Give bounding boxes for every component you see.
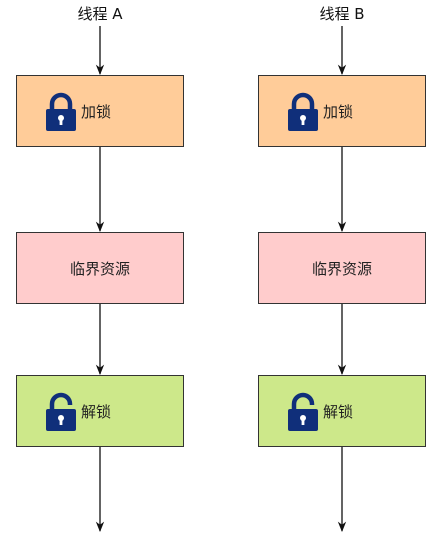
lock-label: 加锁 [323, 102, 354, 121]
thread-a-title: 线程 A [77, 5, 123, 23]
lock-open-icon [288, 392, 318, 431]
thread-a-lock-box: 加锁 [16, 75, 184, 147]
unlock-label: 解锁 [81, 402, 112, 421]
critical-resource-label: 临界资源 [311, 259, 372, 278]
lock-closed-icon [288, 92, 318, 131]
lock-closed-icon [46, 92, 76, 131]
lock-open-icon [46, 392, 76, 431]
thread-b-title: 线程 B [319, 5, 365, 23]
thread-b-unlock-box: 解锁 [258, 375, 426, 447]
critical-resource-label: 临界资源 [69, 259, 130, 278]
thread-a-critical-box: 临界资源 [16, 232, 184, 304]
lock-label: 加锁 [81, 102, 112, 121]
unlock-label: 解锁 [323, 402, 354, 421]
thread-b-lock-box: 加锁 [258, 75, 426, 147]
thread-b-critical-box: 临界资源 [258, 232, 426, 304]
thread-a-unlock-box: 解锁 [16, 375, 184, 447]
